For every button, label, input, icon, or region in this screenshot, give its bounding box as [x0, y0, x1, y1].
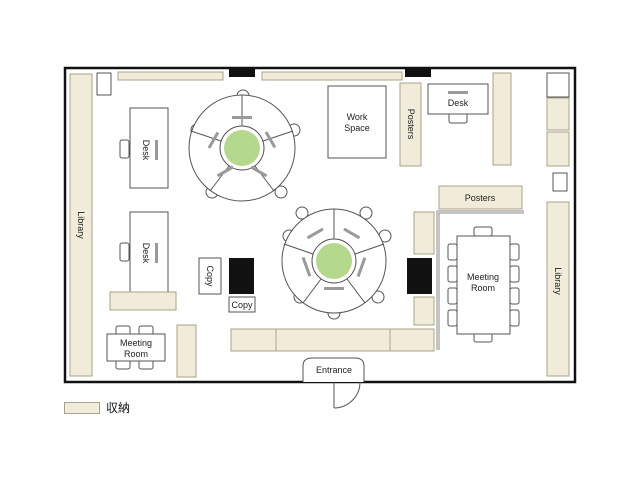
wall-column-2 — [405, 67, 431, 77]
legend: 収納 — [64, 399, 130, 416]
meeting-room-left-label-line1: Meeting — [120, 338, 152, 348]
legend-storage-label: 収納 — [106, 401, 131, 415]
work-space — [327, 85, 387, 159]
meeting-room-right-table — [456, 235, 511, 335]
storage-mid-right-2 — [413, 296, 435, 326]
copy-horizontal-label: Copy — [231, 300, 253, 310]
storage-bottom — [230, 328, 435, 352]
desk-top-right-label: Desk — [448, 98, 469, 108]
desk-mid-left-chair — [119, 242, 130, 262]
storage-right-top — [492, 72, 512, 166]
small-cabinet — [96, 72, 112, 96]
round-table-1 — [188, 89, 301, 202]
library-left-shelf — [69, 73, 93, 377]
wall-column-1 — [229, 67, 255, 77]
desk-top-left — [129, 107, 169, 189]
posters-vertical — [399, 82, 422, 167]
right-cabinet-2 — [552, 172, 568, 192]
storage-left-low — [109, 291, 177, 311]
desk-top-right — [427, 83, 489, 115]
posters-horizontal-label: Posters — [465, 193, 496, 203]
desk-top-left-monitor — [155, 140, 158, 160]
copy-machine-vertical — [198, 257, 222, 295]
copy-machine-horizontal — [228, 296, 256, 313]
desk-top-right-monitor — [448, 91, 468, 94]
library-right-shelf — [546, 201, 570, 377]
entrance-door-swing — [333, 381, 361, 409]
work-space-label-line2: Space — [344, 123, 370, 133]
desk-top-left-chair — [119, 139, 130, 159]
storage-top-left — [117, 71, 224, 81]
library-left-label: Library — [76, 211, 86, 239]
meeting-room-left-table — [106, 333, 166, 362]
dark-block-right — [407, 258, 432, 294]
right-storage-1 — [546, 97, 570, 131]
right-storage-2 — [546, 131, 570, 167]
legend-storage-swatch — [64, 401, 100, 414]
entrance-vestibule — [302, 357, 365, 382]
library-right-label: Library — [553, 267, 563, 295]
meeting-room-right-label-line2: Room — [471, 283, 495, 293]
desk-mid-left — [129, 211, 169, 293]
round-table-2 — [281, 206, 392, 320]
dark-block-left — [229, 258, 254, 294]
right-cabinet-1 — [546, 72, 570, 98]
desk-mid-left-monitor — [155, 243, 158, 263]
desk-mid-left-label: Desk — [141, 243, 151, 264]
storage-left-bottom — [176, 324, 197, 378]
desk-top-left-label: Desk — [141, 140, 151, 161]
storage-mid-right-1 — [413, 211, 435, 255]
copy-vertical-label: Copy — [205, 265, 215, 287]
meeting-room-right-label-line1: Meeting — [467, 272, 499, 282]
entrance-label: Entrance — [316, 365, 352, 375]
posters-vertical-label: Posters — [406, 109, 416, 140]
work-space-label-line1: Work — [347, 112, 368, 122]
meeting-room-left-label-line2: Room — [124, 349, 148, 359]
posters-horizontal — [438, 185, 523, 210]
storage-top-right — [261, 71, 403, 81]
